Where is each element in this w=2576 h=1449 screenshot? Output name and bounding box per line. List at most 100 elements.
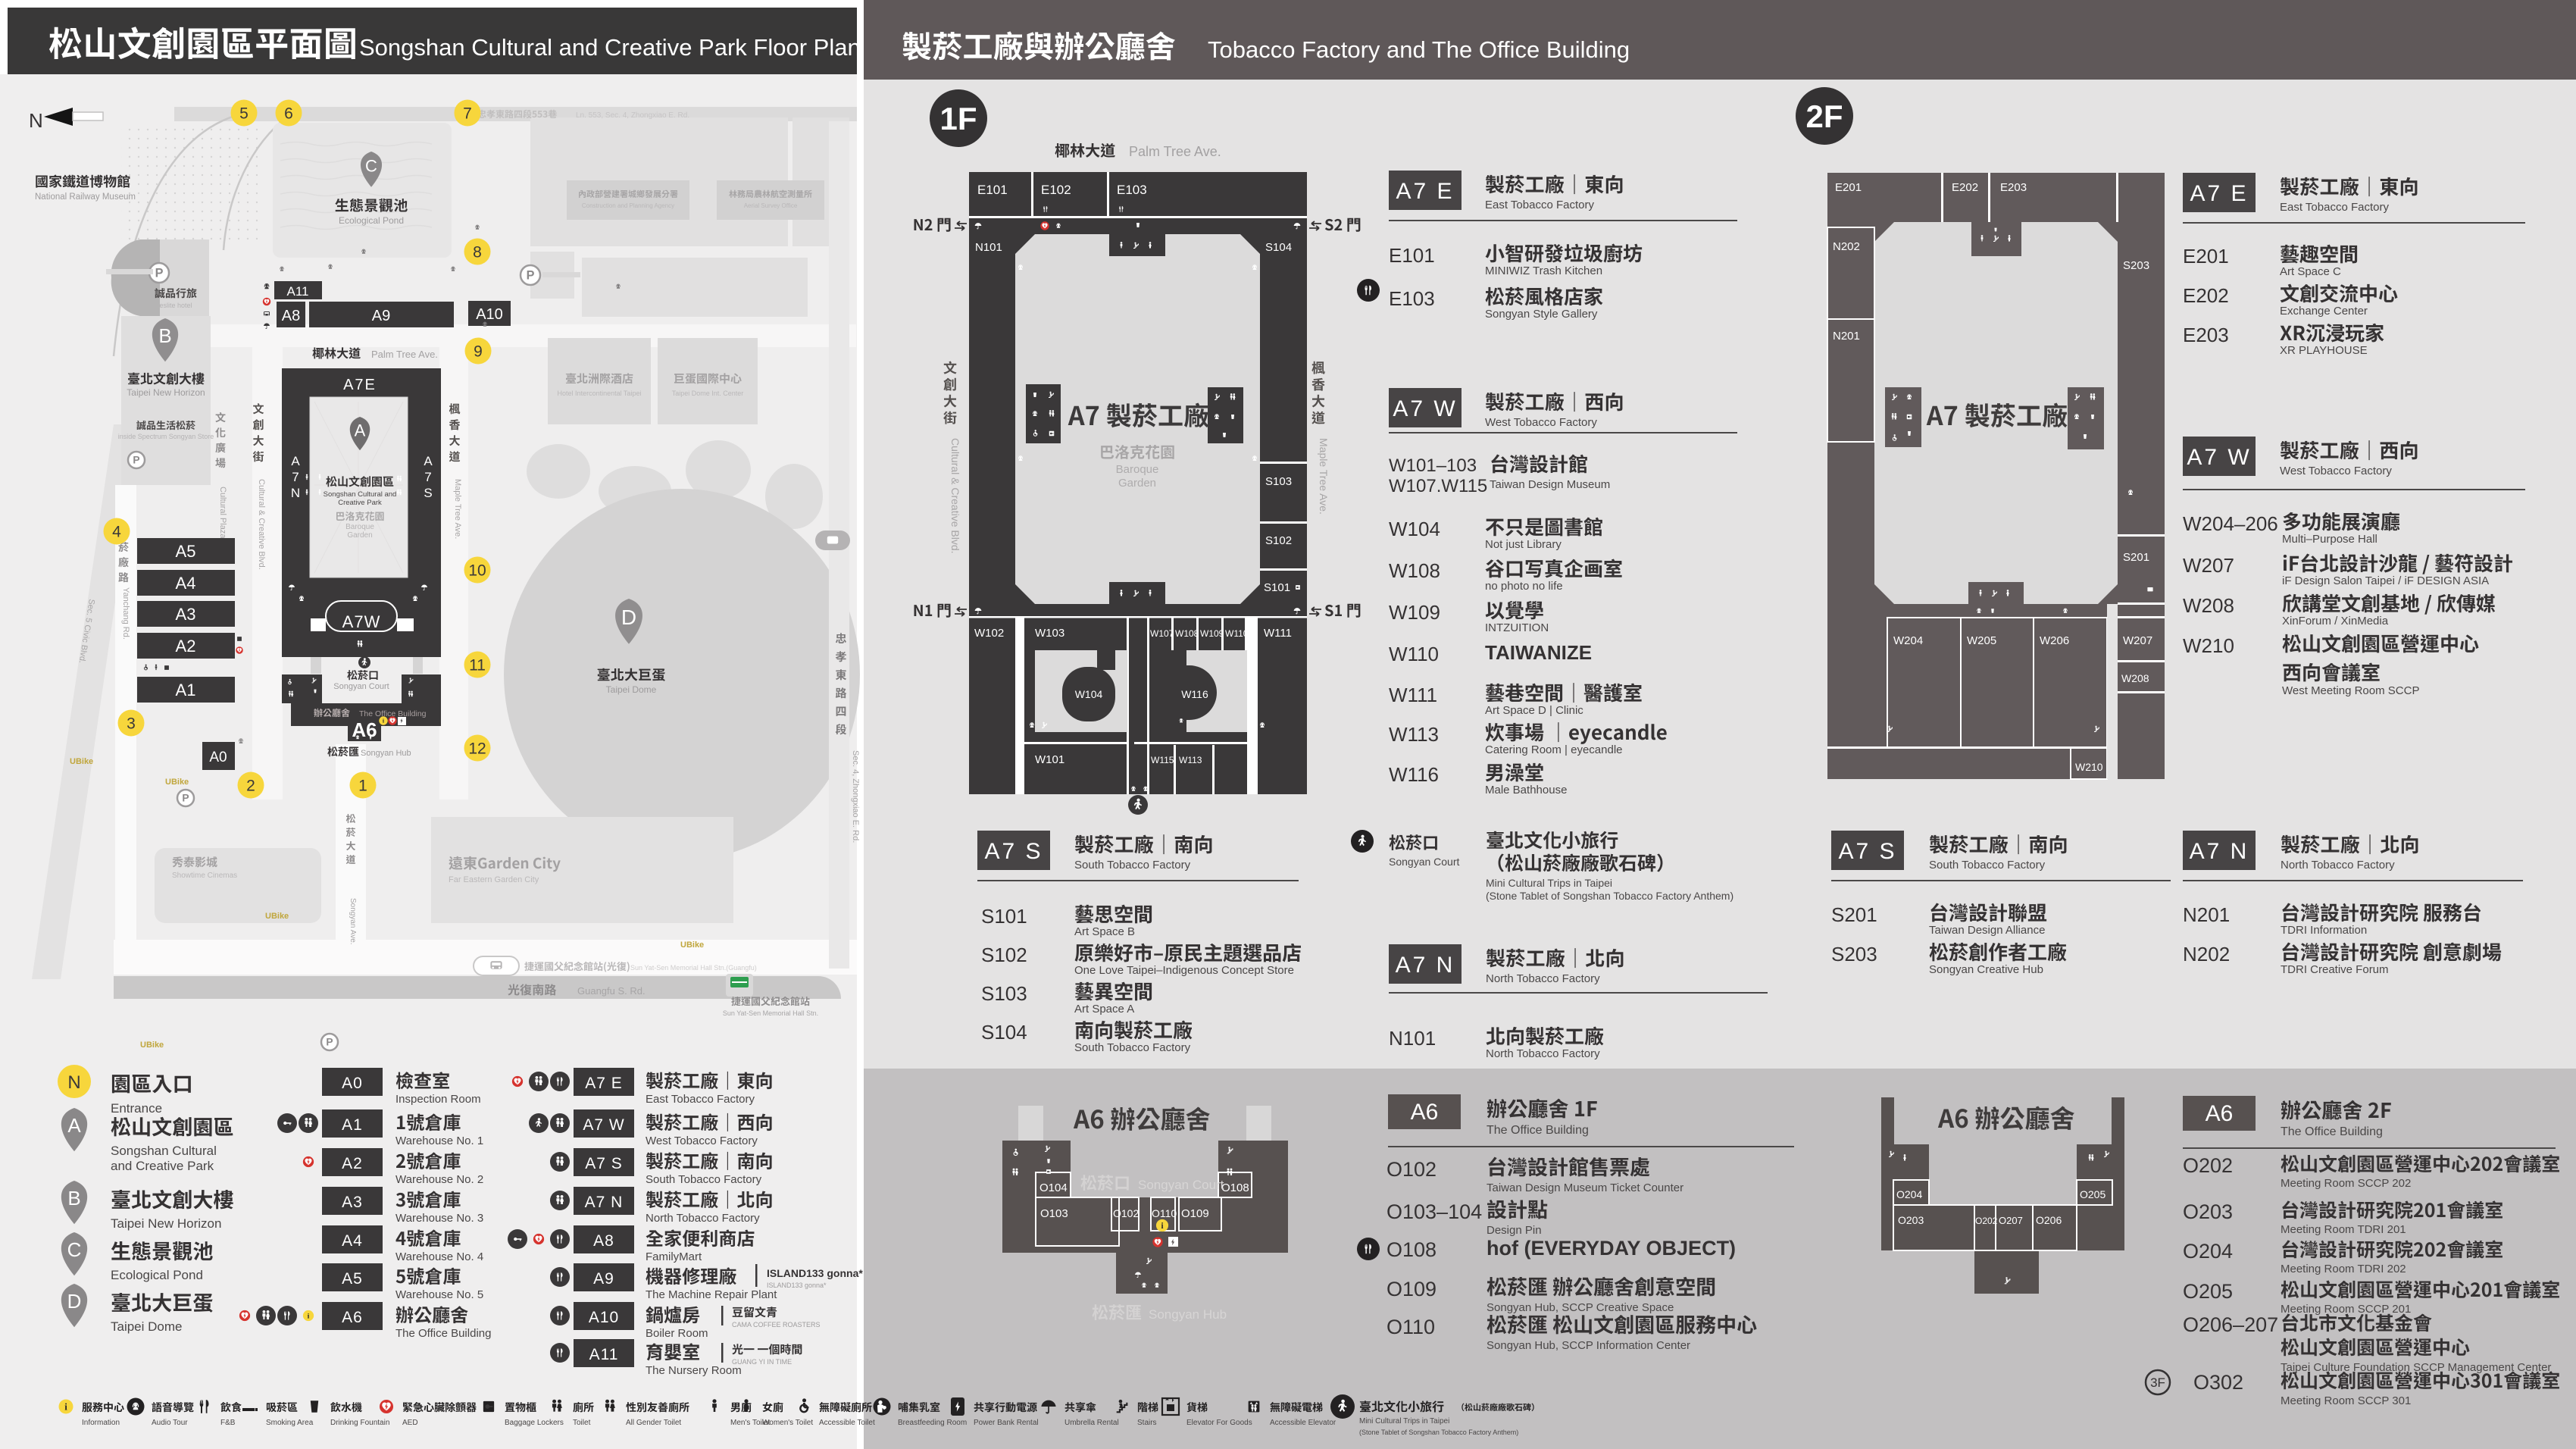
svg-text:Songyan Hub, SCCP Information: Songyan Hub, SCCP Information Center	[1487, 1339, 1690, 1352]
svg-text:A8: A8	[282, 308, 300, 324]
svg-text:7: 7	[463, 105, 472, 123]
svg-text:P: P	[182, 793, 189, 804]
svg-text:Meeting Room TDRI 202: Meeting Room TDRI 202	[2281, 1263, 2406, 1275]
svg-text:A6: A6	[2206, 1101, 2234, 1126]
svg-text:Warehouse No. 5: Warehouse No. 5	[395, 1288, 483, 1301]
svg-text:S101: S101	[981, 905, 1027, 928]
svg-text:S201: S201	[2123, 551, 2149, 564]
svg-text:iF Design Salon Taipei / iF DE: iF Design Salon Taipei / iF DESIGN ASIA	[2282, 574, 2489, 587]
svg-text:A6: A6	[342, 1309, 363, 1326]
svg-text:O203: O203	[2183, 1200, 2233, 1223]
svg-text:E103: E103	[1117, 183, 1147, 197]
svg-text:O110: O110	[1386, 1316, 1435, 1338]
svg-text:GUANG YI IN TIME: GUANG YI IN TIME	[732, 1358, 792, 1366]
svg-text:W208: W208	[2121, 672, 2149, 684]
svg-text:Far Eastern Garden City: Far Eastern Garden City	[449, 875, 539, 884]
svg-text:C: C	[365, 157, 377, 176]
svg-text:W116: W116	[1389, 763, 1439, 786]
svg-text:XR PLAYHOUSE: XR PLAYHOUSE	[2280, 344, 2368, 357]
svg-text:S201: S201	[1831, 903, 1877, 926]
svg-text:A7 N: A7 N	[1396, 953, 1455, 978]
svg-text:A5: A5	[342, 1270, 363, 1288]
svg-text:West Tobacco Factory: West Tobacco Factory	[646, 1134, 758, 1147]
svg-text:CAMA COFFEE ROASTERS: CAMA COFFEE ROASTERS	[732, 1321, 821, 1329]
svg-text:W208: W208	[2183, 594, 2234, 617]
svg-text:E202: E202	[1952, 181, 1978, 194]
svg-text:W102: W102	[974, 627, 1004, 640]
svg-text:O108: O108	[1221, 1181, 1249, 1194]
svg-text:W104: W104	[1075, 688, 1103, 700]
svg-text:i: i	[64, 1401, 67, 1413]
svg-text:A7 W: A7 W	[1393, 396, 1457, 421]
svg-text:E101: E101	[977, 183, 1008, 197]
svg-text:A7 N: A7 N	[2190, 839, 2249, 864]
svg-text:Songyan Creative Hub: Songyan Creative Hub	[1929, 963, 2043, 976]
svg-text:i: i	[1161, 1222, 1163, 1231]
svg-text:2: 2	[246, 778, 255, 795]
svg-text:O207: O207	[1999, 1215, 2023, 1226]
svg-text:Songshan Cultural and Creative: Songshan Cultural and Creative Park Floo…	[359, 34, 861, 61]
svg-text:East Tobacco Factory: East Tobacco Factory	[2280, 201, 2389, 214]
svg-text:Sun Yat-Sen Memorial Hall Stn.: Sun Yat-Sen Memorial Hall Stn.	[723, 1009, 818, 1017]
svg-text:UBike: UBike	[680, 940, 704, 950]
svg-text:Maple Tree Ave.: Maple Tree Ave.	[453, 479, 462, 539]
svg-text:E201: E201	[2183, 245, 2229, 268]
svg-text:National Railway Museum: National Railway Museum	[35, 192, 136, 202]
svg-text:Design Pin: Design Pin	[1487, 1224, 1542, 1237]
svg-text:A6: A6	[1411, 1100, 1439, 1125]
svg-text:Songyan Hub: Songyan Hub	[1149, 1307, 1227, 1322]
svg-text:INTZUITION: INTZUITION	[1485, 621, 1549, 634]
svg-text:Audio Tour: Audio Tour	[152, 1419, 188, 1427]
svg-text:Ln. 553, Sec. 4, Zhongxiao E.: Ln. 553, Sec. 4, Zhongxiao E. Rd.	[576, 111, 689, 120]
svg-text:inside Spectrum Songyan Store: inside Spectrum Songyan Store	[118, 433, 214, 440]
svg-text:Boiler Room: Boiler Room	[646, 1327, 708, 1340]
svg-text:South Tobacco Factory: South Tobacco Factory	[1929, 859, 2046, 872]
svg-text:MINIWIZ Trash Kitchen: MINIWIZ Trash Kitchen	[1485, 264, 1602, 277]
svg-text:Taiwan Design Museum Ticket Co: Taiwan Design Museum Ticket Counter	[1487, 1181, 1683, 1194]
svg-text:UBike: UBike	[140, 1041, 164, 1050]
svg-text:O104: O104	[1039, 1181, 1068, 1194]
svg-text:W107.W115: W107.W115	[1389, 476, 1487, 496]
svg-text:Songyan Hub: Songyan Hub	[361, 749, 411, 758]
svg-text:North Tobacco Factory: North Tobacco Factory	[2281, 859, 2395, 872]
svg-text:6: 6	[284, 105, 293, 123]
svg-text:O102: O102	[1386, 1158, 1436, 1181]
svg-text:North Tobacco Factory: North Tobacco Factory	[1486, 972, 1600, 985]
svg-text:XinForum / XinMedia: XinForum / XinMedia	[2282, 615, 2389, 627]
svg-text:3F: 3F	[2150, 1375, 2165, 1390]
svg-text:West Tobacco Factory: West Tobacco Factory	[1485, 416, 1597, 429]
svg-text:A6: A6	[352, 718, 377, 741]
svg-text:no photo no life: no photo no life	[1485, 580, 1563, 593]
svg-text:E203: E203	[2183, 324, 2229, 346]
svg-text:A7E: A7E	[343, 377, 377, 393]
svg-text:Taipei New Horizon: Taipei New Horizon	[111, 1216, 221, 1231]
svg-text:Not just Library: Not just Library	[1485, 538, 1562, 551]
svg-text:Ecological Pond: Ecological Pond	[111, 1268, 203, 1282]
svg-text:Warehouse No. 1: Warehouse No. 1	[395, 1134, 483, 1147]
svg-text:B: B	[67, 1187, 80, 1210]
svg-text:E203: E203	[2000, 181, 2027, 194]
svg-text:Inspection Room: Inspection Room	[395, 1093, 481, 1106]
svg-text:West Meeting Room SCCP: West Meeting Room SCCP	[2282, 684, 2419, 697]
svg-text:A1: A1	[176, 681, 196, 699]
svg-text:S104: S104	[981, 1021, 1027, 1044]
svg-text:Taipei Dome Int. Center: Taipei Dome Int. Center	[672, 390, 744, 397]
svg-text:Taiwan Design Museum: Taiwan Design Museum	[1490, 478, 1610, 491]
svg-text:The Machine Repair Plant: The Machine Repair Plant	[646, 1288, 777, 1301]
svg-text:W109: W109	[1389, 601, 1440, 624]
svg-text:W116: W116	[1181, 688, 1208, 700]
svg-text:A10: A10	[476, 306, 503, 323]
svg-text:Yanchang Rd.: Yanchang Rd.	[121, 587, 130, 640]
svg-text:Songyan Court: Songyan Court	[333, 682, 389, 691]
svg-text:5: 5	[239, 105, 249, 123]
svg-text:A2: A2	[176, 637, 196, 656]
svg-text:hof (EVERYDAY OBJECT): hof (EVERYDAY OBJECT)	[1487, 1237, 1736, 1260]
svg-text:P: P	[527, 268, 535, 282]
svg-text:P: P	[133, 455, 139, 466]
svg-text:Meeting Room SCCP 202: Meeting Room SCCP 202	[2281, 1177, 2411, 1190]
svg-text:O202: O202	[1975, 1216, 1998, 1226]
svg-text:W104: W104	[1389, 518, 1440, 540]
svg-text:1: 1	[358, 778, 367, 795]
svg-text:The Office Building: The Office Building	[1487, 1124, 1589, 1137]
svg-text:12: 12	[468, 740, 486, 758]
